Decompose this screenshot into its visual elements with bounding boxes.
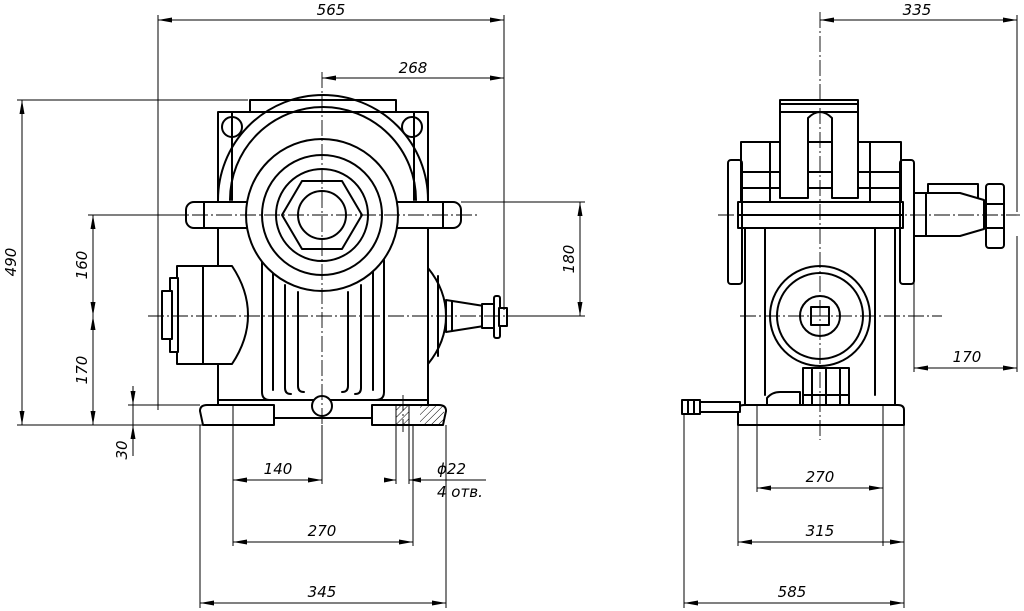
dim-268: 268: [399, 59, 428, 77]
dim-335: 335: [903, 1, 932, 19]
dim-160: 160: [73, 251, 91, 280]
bolt-hole-section: [395, 404, 410, 426]
side-view: [681, 12, 1020, 440]
dim-565: 565: [317, 1, 346, 19]
dim-30: 30: [113, 440, 131, 459]
dim-180: 180: [560, 245, 578, 274]
dim-315: 315: [806, 522, 835, 540]
dim-270-side: 270: [806, 468, 835, 486]
dim-170-side: 170: [953, 348, 982, 366]
dim-hole-count: 4 отв.: [437, 483, 483, 501]
side-top: [727, 99, 915, 285]
side-right-shaft: [913, 183, 1005, 249]
side-left-screw: [681, 399, 741, 415]
side-centerlines: [718, 12, 1020, 440]
dimension-lines: [17, 15, 1018, 608]
dim-585: 585: [778, 583, 807, 601]
front-centerlines: [148, 72, 512, 440]
side-base: [737, 391, 905, 426]
dim-270-front: 270: [308, 522, 337, 540]
dim-345: 345: [308, 583, 337, 601]
front-housing: [217, 94, 429, 417]
dimension-labels: 565 268 490 160 170 30 180 140 ϕ22 4 отв…: [2, 1, 981, 601]
front-view: [148, 72, 512, 440]
dim-hole-diameter: ϕ22: [437, 460, 466, 478]
dim-490: 490: [2, 248, 20, 277]
dim-140: 140: [264, 460, 293, 478]
front-left-cap: [161, 265, 249, 365]
dim-170-front: 170: [73, 356, 91, 385]
front-base: [199, 404, 447, 426]
